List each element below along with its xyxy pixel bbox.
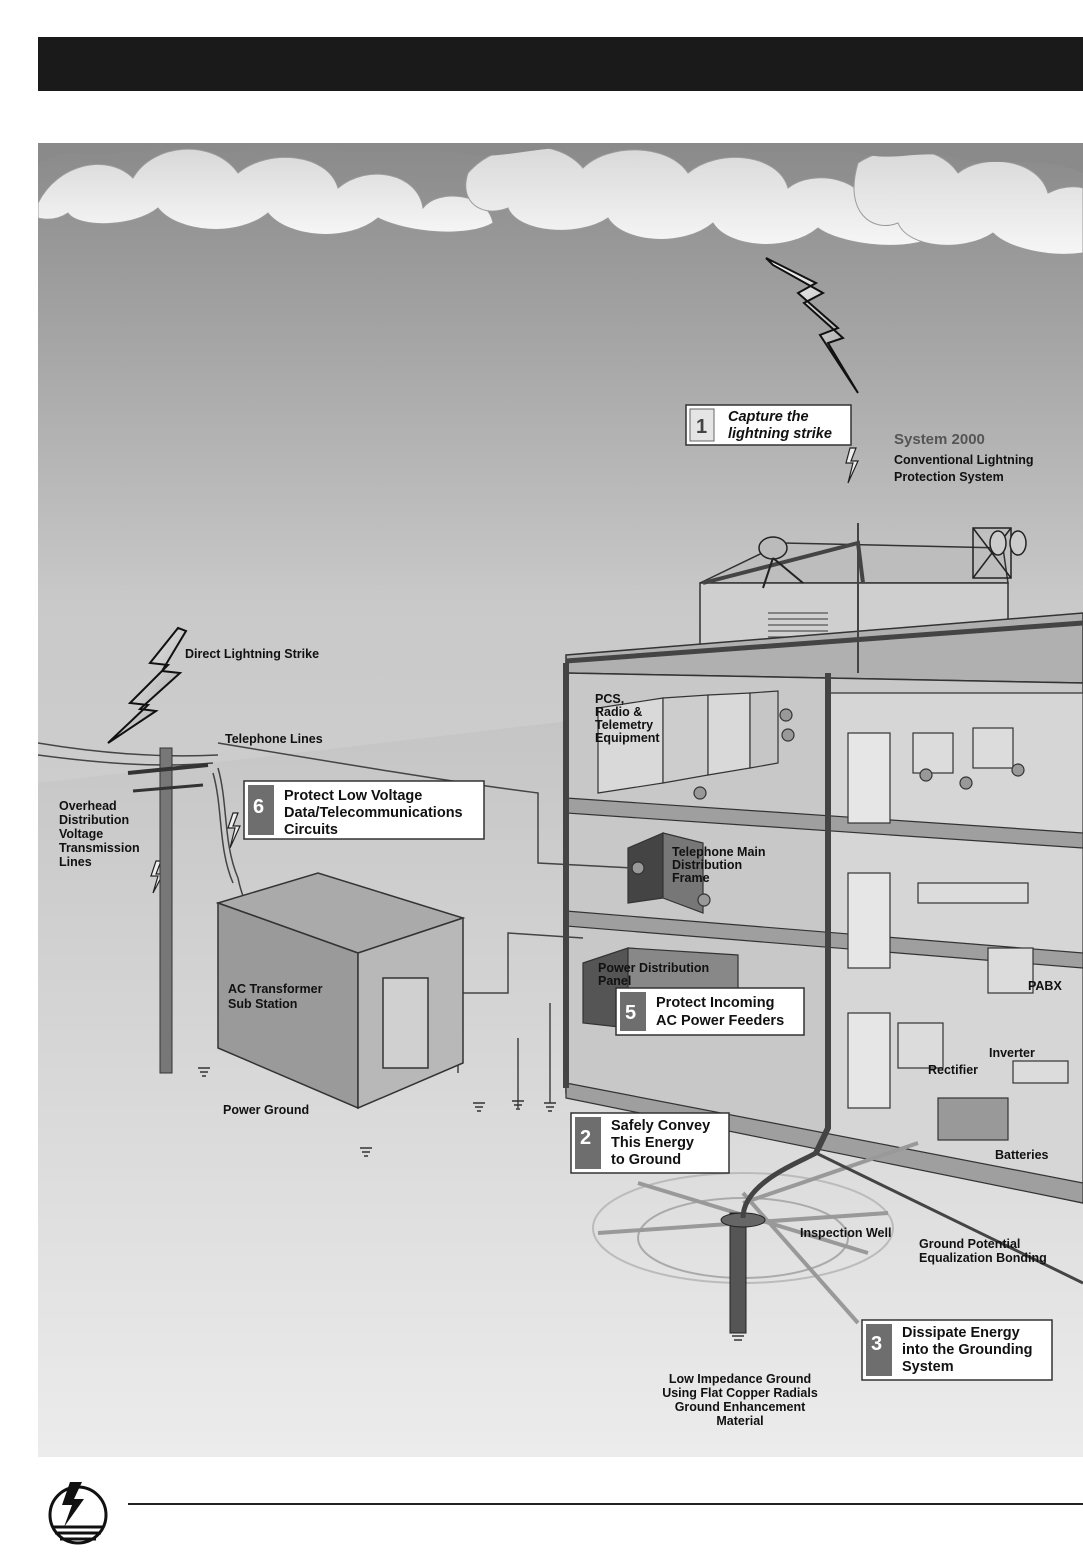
label-ground-potential-1: Ground Potential [919, 1237, 1020, 1251]
satellite-dish-icon [758, 536, 804, 589]
step-3-line1: Dissipate Energy [902, 1325, 1020, 1341]
lightning-bolt-direct [107, 626, 188, 744]
step-3-box: 3 Dissipate Energy into the Grounding Sy… [861, 1319, 1053, 1381]
step-6-line2: Data/Telecommunications [284, 805, 463, 821]
label-pcs-1: PCS, [595, 692, 624, 706]
system-desc-line1: Conventional Lightning [894, 453, 1034, 467]
label-inspection-well: Inspection Well [800, 1226, 891, 1240]
step-2-number: 2 [580, 1127, 591, 1149]
label-direct-strike: Direct Lightning Strike [185, 647, 319, 661]
step-5-number: 5 [625, 1002, 636, 1024]
label-ground-potential-2: Equalization Bonding [919, 1251, 1047, 1265]
label-overhead-1: Overhead [59, 799, 117, 813]
step-2-line1: Safely Convey [611, 1118, 710, 1134]
label-pcs-4: Equipment [595, 731, 660, 745]
step-5-line2: AC Power Feeders [656, 1013, 784, 1029]
label-overhead-3: Voltage [59, 827, 103, 841]
label-telephone-frame-1: Telephone Main [672, 845, 766, 859]
step-1-line2: lightning strike [728, 426, 832, 442]
system-desc-line2: Protection System [894, 470, 1004, 484]
telephone-frame-cabinet [627, 832, 711, 914]
label-low-impedance-1: Low Impedance Ground [669, 1372, 811, 1386]
label-ac-transformer-1: AC Transformer [228, 982, 323, 996]
step-6-number: 6 [253, 796, 264, 818]
label-pcs-3: Telemetry [595, 718, 653, 732]
lightning-protection-diagram: 1 Capture the lightning strike 6 Protect… [38, 143, 1083, 1457]
system-name: System 2000 [894, 431, 985, 448]
step-3-number: 3 [871, 1333, 882, 1355]
step-3-line3: System [902, 1359, 954, 1375]
label-low-impedance-3: Ground Enhancement [675, 1400, 806, 1414]
company-logo-icon [48, 1482, 108, 1545]
label-ac-transformer-2: Sub Station [228, 997, 297, 1011]
label-inverter: Inverter [989, 1046, 1035, 1060]
small-bolt-pole [227, 812, 241, 849]
step-5-line1: Protect Incoming [656, 995, 774, 1011]
label-telephone-lines: Telephone Lines [225, 732, 323, 746]
label-power-panel-2: Panel [598, 974, 631, 988]
label-rectifier: Rectifier [928, 1063, 978, 1077]
grounding-system [592, 1141, 1083, 1334]
step-3-line2: into the Grounding [902, 1342, 1032, 1358]
ground-symbol-icons [198, 1067, 744, 1341]
antenna-tower-icon [972, 527, 1027, 579]
label-telephone-frame-2: Distribution [672, 858, 742, 872]
lightning-bolt-main [765, 257, 859, 394]
small-bolt-roof [845, 447, 859, 484]
step-6-line3: Circuits [284, 822, 338, 838]
label-overhead-4: Transmission [59, 841, 140, 855]
label-low-impedance-4: Material [716, 1414, 763, 1428]
label-overhead-2: Distribution [59, 813, 129, 827]
label-batteries: Batteries [995, 1148, 1049, 1162]
header-bar [38, 37, 1083, 91]
step-1-line1: Capture the [728, 409, 809, 425]
step-2-line3: to Ground [611, 1152, 681, 1168]
label-telephone-frame-3: Frame [672, 871, 710, 885]
office-workstations [897, 727, 1069, 1141]
label-low-impedance-2: Using Flat Copper Radials [662, 1386, 818, 1400]
label-pcs-2: Radio & [595, 705, 642, 719]
step-5-box: 5 Protect Incoming AC Power Feeders [615, 987, 805, 1036]
label-power-panel-1: Power Distribution [598, 961, 709, 975]
step-1-box: 1 Capture the lightning strike [685, 404, 852, 446]
label-power-ground: Power Ground [223, 1103, 309, 1117]
footer-divider [128, 1503, 1083, 1505]
label-overhead-5: Lines [59, 855, 92, 869]
dark-sky-band [38, 143, 1083, 173]
step-2-box: 2 Safely Convey This Energy to Ground [570, 1112, 730, 1174]
step-2-line2: This Energy [611, 1135, 694, 1151]
step-6-line1: Protect Low Voltage [284, 788, 422, 804]
step-6-box: 6 Protect Low Voltage Data/Telecommunica… [243, 780, 485, 840]
ac-transformer-substation [215, 872, 466, 1110]
label-pabx: PABX [1028, 979, 1062, 993]
utility-pole [127, 747, 209, 1074]
storm-clouds [38, 145, 1083, 255]
step-1-number: 1 [696, 416, 707, 438]
pcs-equipment-cabinets [597, 690, 795, 800]
